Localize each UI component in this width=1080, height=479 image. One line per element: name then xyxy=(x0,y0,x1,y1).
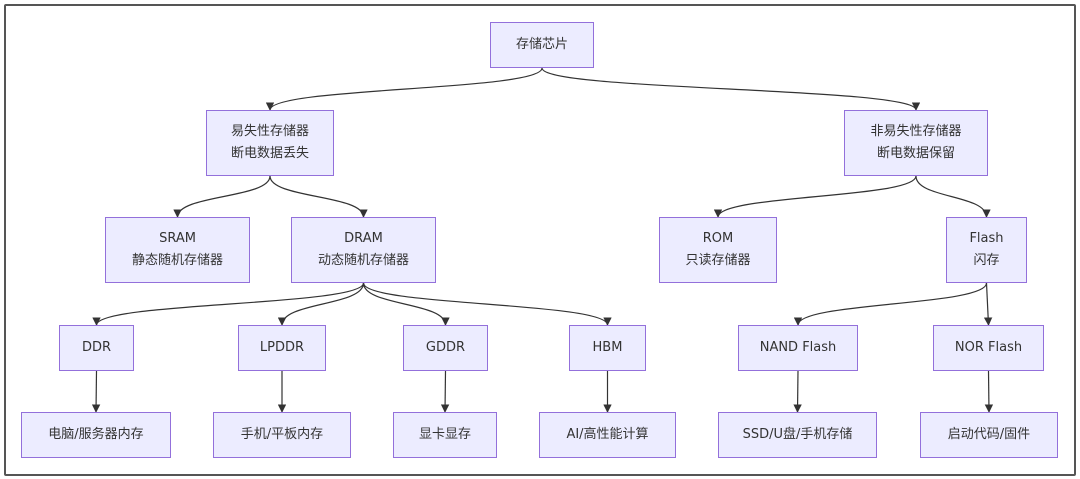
edge-volatile-to-dram xyxy=(269,175,368,218)
node-nonvolatile-memory: 非易失性存储器 断电数据保留 xyxy=(844,110,988,176)
edge-dram-to-gddr xyxy=(362,282,450,326)
node-label: GDDR xyxy=(425,340,466,355)
edge-nor-to-nor_use xyxy=(984,370,994,413)
edge-flash-to-nand xyxy=(793,282,988,326)
edge-nonvolatile-to-flash xyxy=(915,175,991,218)
node-sublabel: 静态随机存储器 xyxy=(131,253,223,268)
node-label: DDR xyxy=(81,340,112,355)
node-sublabel: 断电数据保留 xyxy=(876,146,955,161)
edge-dram-to-ddr xyxy=(92,282,365,326)
edge-ddr-to-ddr_use xyxy=(91,370,101,413)
edge-gddr-to-gddr_use xyxy=(440,370,450,413)
edge-root-to-volatile xyxy=(265,67,543,111)
node-nand-usage: SSD/U盘/手机存储 xyxy=(718,412,877,458)
node-dram: DRAM 动态随机存储器 xyxy=(291,217,436,283)
node-label: 手机/平板内存 xyxy=(240,427,324,442)
node-sublabel: 闪存 xyxy=(973,253,1000,268)
node-label: 电脑/服务器内存 xyxy=(48,427,144,442)
node-ddr: DDR xyxy=(59,325,134,371)
node-nor-usage: 启动代码/固件 xyxy=(920,412,1058,458)
node-gddr: GDDR xyxy=(403,325,488,371)
node-rom: ROM 只读存储器 xyxy=(659,217,777,283)
edge-nand-to-nand_use xyxy=(793,370,802,413)
node-flash: Flash 闪存 xyxy=(946,217,1027,283)
node-hbm-usage: AI/高性能计算 xyxy=(539,412,676,458)
node-label: SSD/U盘/手机存储 xyxy=(742,427,853,442)
node-label: 显卡显存 xyxy=(418,427,471,442)
node-label: 存储芯片 xyxy=(515,37,568,52)
node-label: NOR Flash xyxy=(954,340,1023,355)
edge-nonvolatile-to-rom xyxy=(713,175,917,218)
node-sram: SRAM 静态随机存储器 xyxy=(105,217,250,283)
node-lpddr: LPDDR xyxy=(238,325,326,371)
edge-flash-to-nor xyxy=(983,282,993,326)
node-volatile-memory: 易失性存储器 断电数据丢失 xyxy=(206,110,334,176)
node-nand-flash: NAND Flash xyxy=(738,325,858,371)
node-nor-flash: NOR Flash xyxy=(933,325,1044,371)
edge-volatile-to-sram xyxy=(173,175,271,218)
node-sublabel: 动态随机存储器 xyxy=(317,253,409,268)
node-label: NAND Flash xyxy=(759,340,837,355)
node-label: DRAM xyxy=(344,231,383,246)
node-label: 易失性存储器 xyxy=(230,124,309,139)
node-label: Flash xyxy=(969,231,1004,246)
edge-dram-to-lpddr xyxy=(277,282,365,326)
edge-dram-to-hbm xyxy=(362,282,612,326)
node-gddr-usage: 显卡显存 xyxy=(393,412,497,458)
node-storage-chip: 存储芯片 xyxy=(490,22,594,68)
node-ddr-usage: 电脑/服务器内存 xyxy=(21,412,171,458)
node-label: LPDDR xyxy=(259,340,305,355)
node-label: ROM xyxy=(702,231,734,246)
node-label: HBM xyxy=(592,340,623,355)
node-label: AI/高性能计算 xyxy=(566,427,649,442)
node-label: SRAM xyxy=(159,231,196,246)
node-lpddr-usage: 手机/平板内存 xyxy=(213,412,351,458)
edge-root-to-nonvolatile xyxy=(541,67,921,111)
node-sublabel: 只读存储器 xyxy=(685,253,751,268)
node-hbm: HBM xyxy=(569,325,646,371)
node-label: 启动代码/固件 xyxy=(947,427,1031,442)
node-label: 非易失性存储器 xyxy=(870,124,962,139)
node-sublabel: 断电数据丢失 xyxy=(230,146,309,161)
